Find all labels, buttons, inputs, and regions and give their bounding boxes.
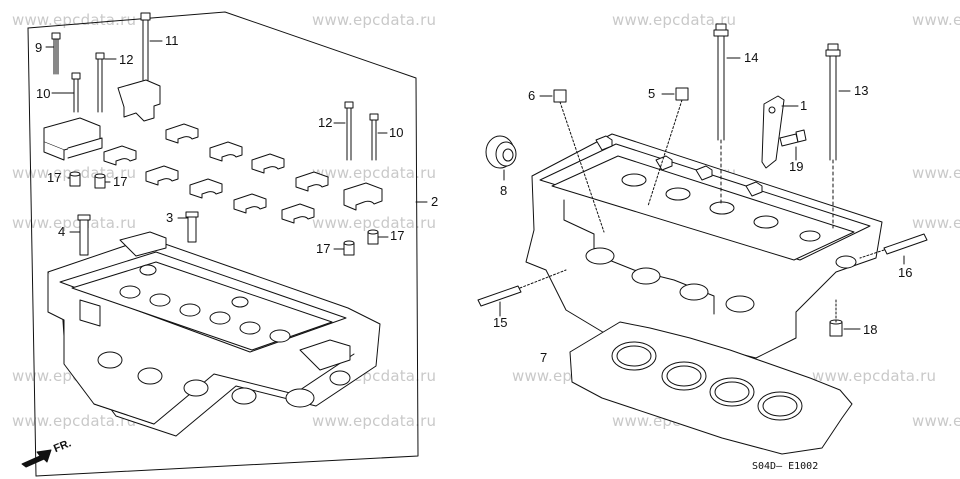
stud-16 <box>859 233 928 265</box>
diagram-code: S04D— E1002 <box>752 461 819 472</box>
callout-16: 16 <box>898 265 913 280</box>
cam-holder-stack <box>43 79 161 161</box>
engine-hanger-bracket <box>761 95 797 169</box>
callout-11: 11 <box>165 33 179 48</box>
bolt-10-left <box>71 72 81 113</box>
callout-14: 14 <box>744 50 759 65</box>
callout-17: 17 <box>316 241 331 256</box>
callout-3: 3 <box>166 210 174 225</box>
callout-6: 6 <box>528 88 536 103</box>
cylinder-head-left <box>47 231 381 437</box>
valve-guide-4 <box>77 214 91 256</box>
watermark: www.epcdata.ru <box>912 412 960 430</box>
callout-15: 15 <box>493 315 508 330</box>
head-gasket <box>569 321 853 455</box>
callout-5: 5 <box>648 86 656 101</box>
callout-17: 17 <box>47 170 62 185</box>
plug-5 <box>647 87 689 207</box>
watermark: www.epcdata.ru <box>912 11 960 29</box>
callout-4: 4 <box>58 224 66 239</box>
callout-10: 10 <box>389 125 404 140</box>
callout-19: 19 <box>789 159 804 174</box>
cam-seal-8 <box>485 135 517 181</box>
callout-1: 1 <box>800 98 808 113</box>
watermark: www.epcdata.ru <box>12 214 137 232</box>
watermark: www.epcdata.ru <box>812 367 937 385</box>
watermark: www.epcdata.ru <box>12 412 137 430</box>
callout-13: 13 <box>854 83 869 98</box>
watermark: www.epcdata.ru <box>312 412 437 430</box>
callout-2: 2 <box>431 194 439 209</box>
callout-17: 17 <box>390 228 405 243</box>
plug-6 <box>539 89 605 233</box>
bolt-10-right <box>369 113 388 161</box>
callout-12: 12 <box>318 115 333 130</box>
dowel-pins <box>69 171 389 256</box>
head-bolt-13 <box>825 43 851 229</box>
watermark: www.epcdata.ru <box>912 214 960 232</box>
callout-10: 10 <box>36 86 51 101</box>
bolt-19 <box>779 129 807 161</box>
callout-7: 7 <box>540 350 548 365</box>
stud-15 <box>477 269 567 317</box>
watermark: www.epcdata.ru <box>12 11 137 29</box>
valve-guide-3 <box>185 211 199 243</box>
watermark: www.epcdata.ru <box>612 11 737 29</box>
watermark: www.epcdata.ru <box>312 214 437 232</box>
callout-8: 8 <box>500 183 508 198</box>
bolt-11 <box>140 12 151 81</box>
callout-17: 17 <box>113 174 128 189</box>
watermark: www.epcdata.ru <box>312 164 437 182</box>
bolt-12-right <box>333 101 354 161</box>
callout-9: 9 <box>35 40 43 55</box>
callout-18: 18 <box>863 322 878 337</box>
watermark: www.epcdata.ru <box>912 164 960 182</box>
watermark: www.epcdata.ru <box>312 11 437 29</box>
camshaft-caps <box>103 123 383 224</box>
front-arrow-icon <box>21 449 52 468</box>
group-bracket <box>27 11 428 477</box>
cylinder-head-right <box>525 133 883 361</box>
callout-12: 12 <box>119 52 134 67</box>
dowel-18 <box>829 299 861 337</box>
bolt-9 <box>51 32 61 75</box>
bolt-12-left <box>95 52 105 113</box>
head-bolt-14 <box>713 23 741 207</box>
